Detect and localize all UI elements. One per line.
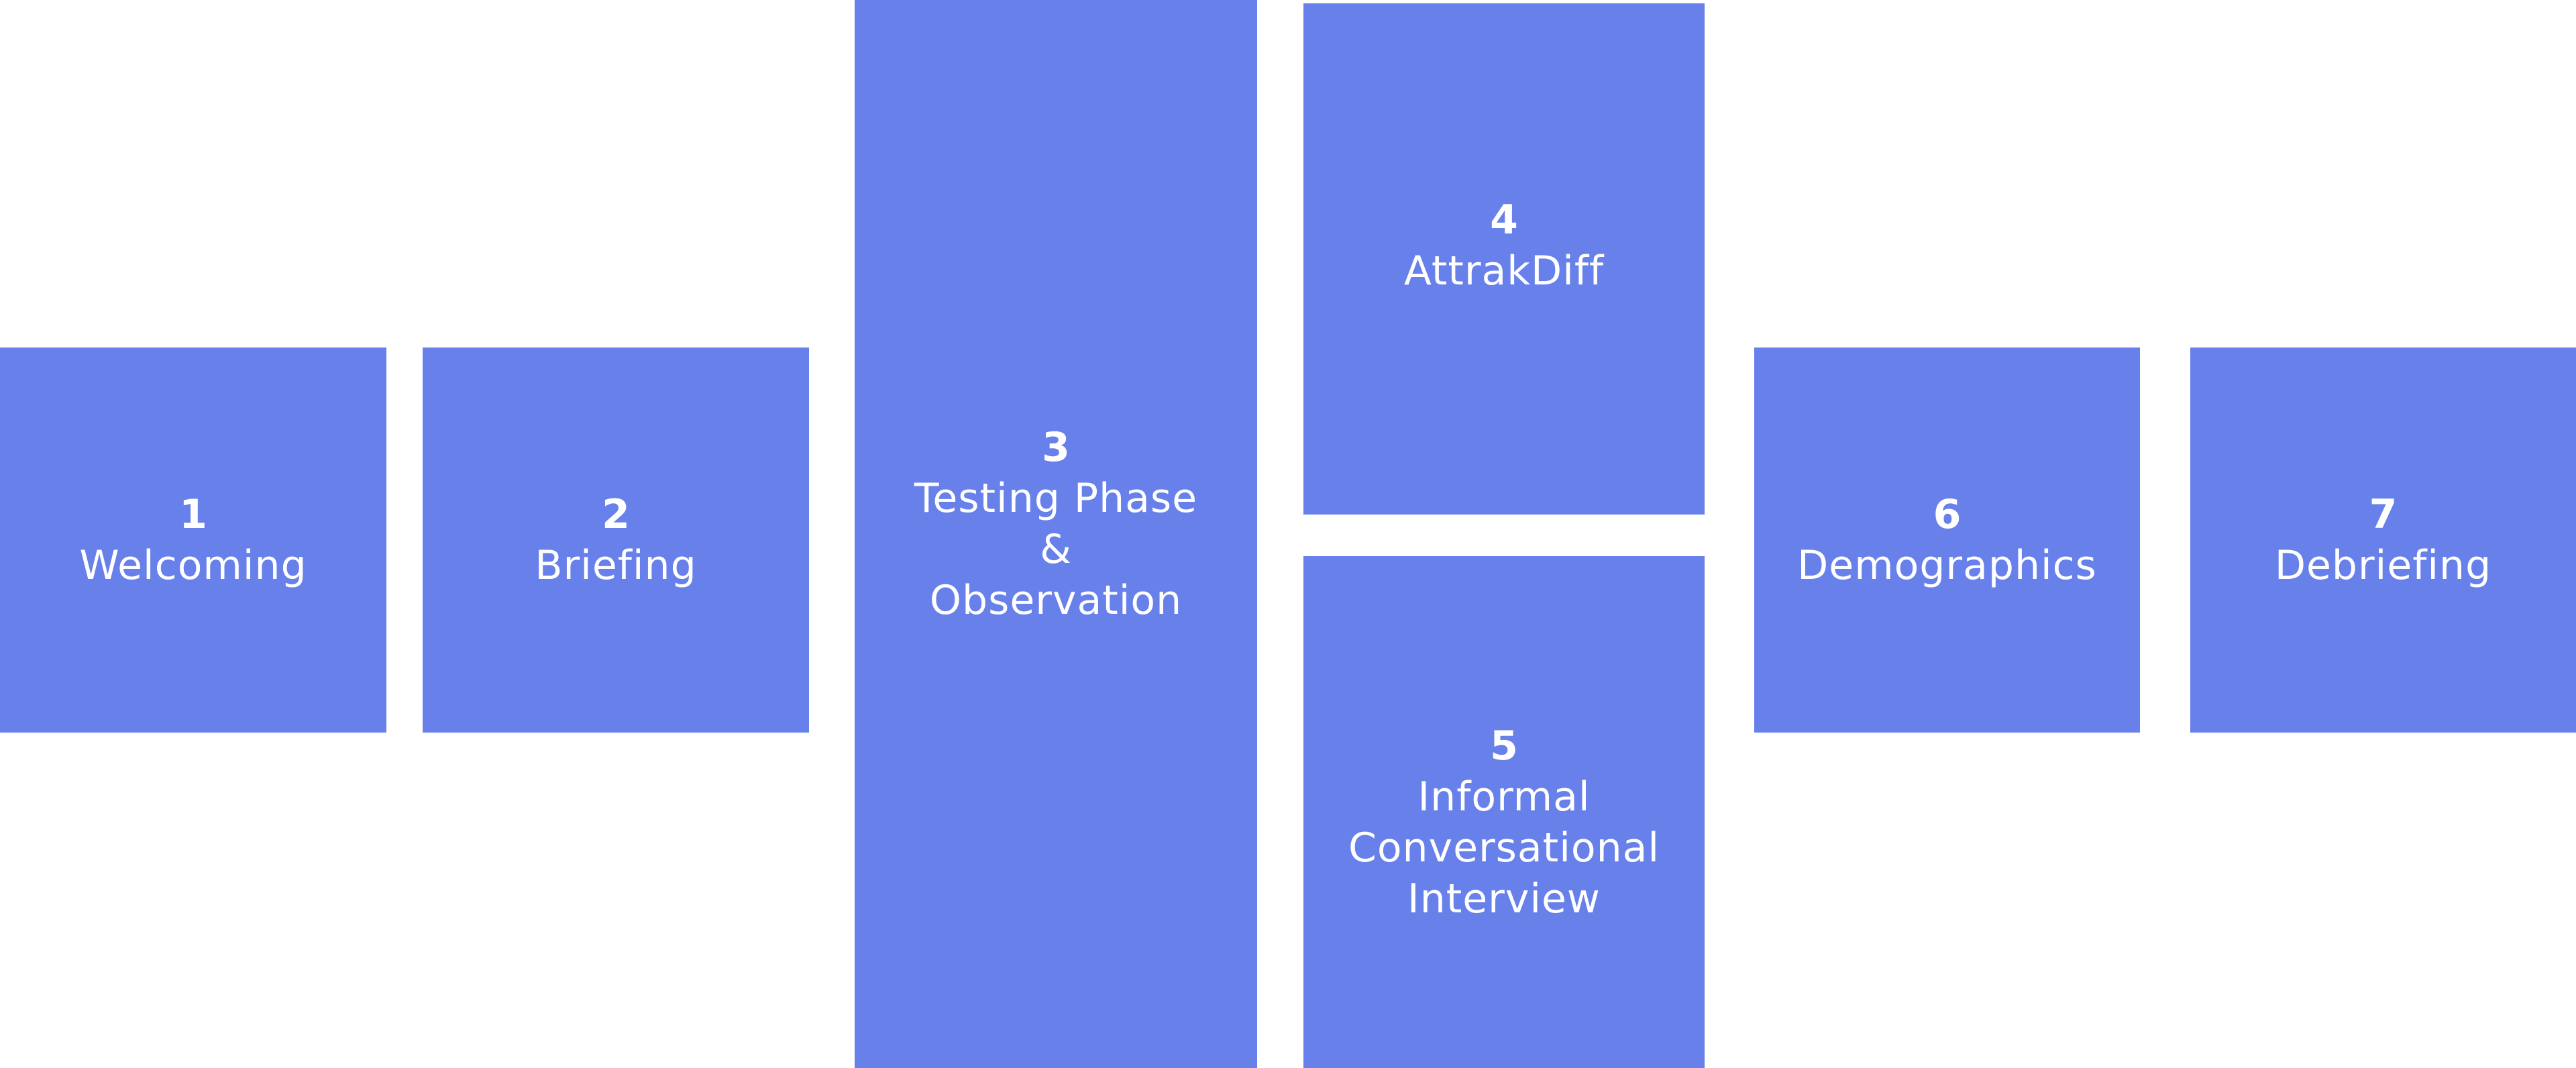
step-content: 6 Demographics	[1797, 489, 2097, 591]
step-label: AttrakDiff	[1403, 248, 1605, 295]
step-number: 6	[1933, 491, 1962, 538]
step-label: Welcoming	[79, 542, 307, 589]
step-content: 7 Debriefing	[2275, 489, 2491, 591]
step-number: 5	[1490, 722, 1518, 769]
step-label-line-3: Interview	[1407, 875, 1601, 922]
step-content: 4 AttrakDiff	[1404, 195, 1604, 297]
step-label: Briefing	[535, 542, 697, 589]
step-box-attrakdiff: 4 AttrakDiff	[1303, 3, 1705, 515]
step-box-demographics: 6 Demographics	[1754, 348, 2140, 733]
step-label-line-3: Observation	[929, 577, 1183, 624]
step-box-welcoming: 1 Welcoming	[0, 348, 386, 733]
step-content: 5 Informal Conversational Interview	[1348, 720, 1660, 924]
step-box-briefing: 2 Briefing	[423, 348, 809, 733]
step-content: 3 Testing Phase & Observation	[914, 422, 1197, 626]
step-number: 7	[2369, 491, 2398, 538]
step-label-line-1: Informal	[1417, 773, 1591, 820]
step-number: 3	[1042, 424, 1070, 471]
step-content: 1 Welcoming	[79, 489, 307, 591]
step-box-testing-phase: 3 Testing Phase & Observation	[855, 0, 1257, 1068]
step-box-informal-interview: 5 Informal Conversational Interview	[1303, 556, 1705, 1068]
step-label-line-1: Testing Phase	[914, 475, 1198, 522]
step-number: 1	[179, 491, 207, 538]
step-label-line-2: &	[1040, 526, 1072, 573]
step-box-debriefing: 7 Debriefing	[2190, 348, 2576, 733]
step-label: Demographics	[1797, 542, 2097, 589]
step-number: 2	[602, 491, 630, 538]
step-number: 4	[1490, 197, 1518, 244]
step-label-line-2: Conversational	[1348, 824, 1660, 871]
step-content: 2 Briefing	[535, 489, 696, 591]
step-label: Debriefing	[2274, 542, 2492, 589]
